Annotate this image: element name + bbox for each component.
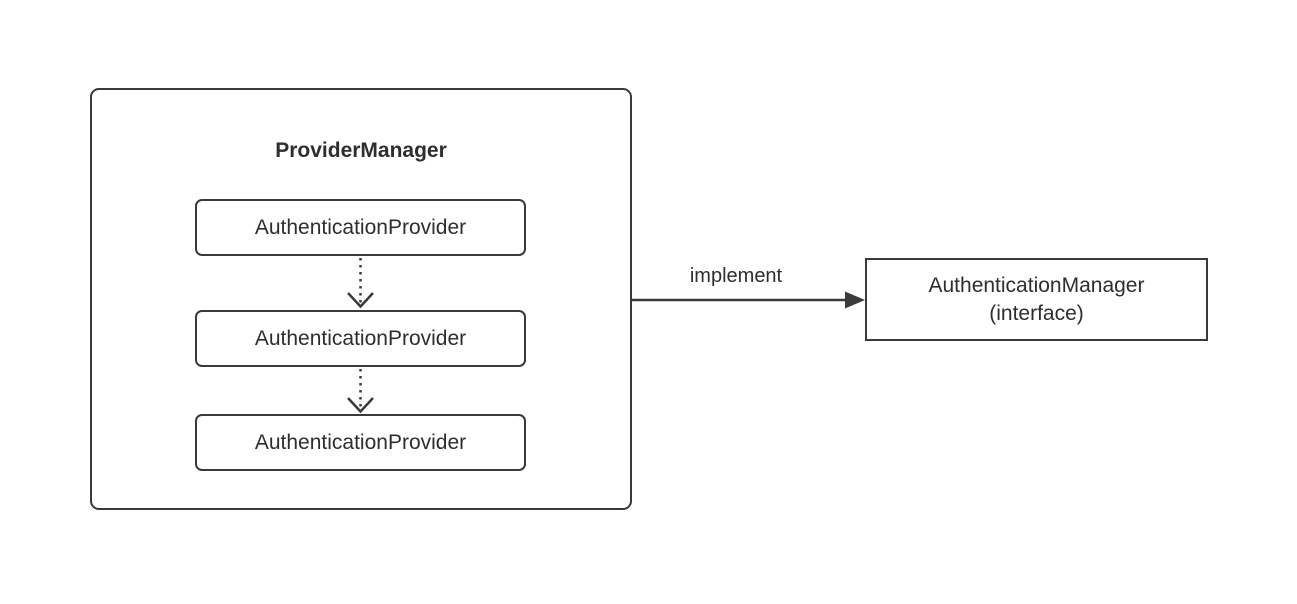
- implement-edge-label: implement: [689, 265, 783, 287]
- authentication-manager-label-line2: (interface): [989, 301, 1084, 325]
- provider-manager-box: [90, 88, 632, 510]
- authentication-manager-label-line1: AuthenticationManager: [928, 273, 1145, 297]
- authentication-provider-box-3: AuthenticationProvider: [195, 414, 526, 471]
- authentication-provider-box-1: AuthenticationProvider: [195, 199, 526, 256]
- implement-arrow-arrowhead-icon: [845, 291, 865, 309]
- authentication-provider-label-3: AuthenticationProvider: [254, 430, 467, 454]
- authentication-provider-box-2: AuthenticationProvider: [195, 310, 526, 367]
- authentication-provider-label-2: AuthenticationProvider: [254, 326, 467, 350]
- implement-arrow: [632, 291, 865, 309]
- authentication-provider-label-1: AuthenticationProvider: [254, 215, 467, 239]
- authentication-manager-box: AuthenticationManager (interface): [865, 258, 1208, 341]
- provider-manager-title: ProviderManager: [275, 139, 447, 162]
